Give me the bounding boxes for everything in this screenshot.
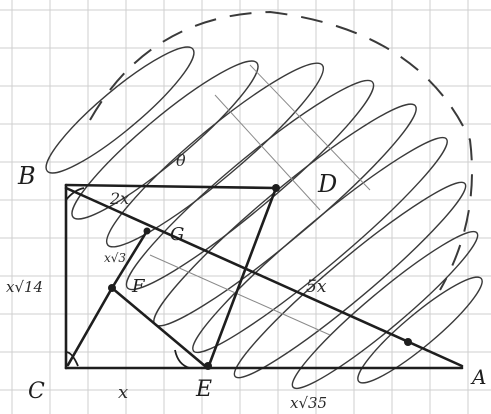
point-d — [272, 184, 280, 192]
annotation-near-f: x√3 — [104, 251, 126, 265]
shading-loop — [125, 79, 375, 291]
shading-loop — [45, 46, 195, 174]
segment-fc — [66, 286, 114, 367]
annotation-bottom-length: x√35 — [290, 394, 327, 412]
point-e — [204, 362, 212, 370]
shading-loop — [291, 230, 479, 390]
annotation-inner-mark: θ — [176, 151, 186, 170]
shading-loop — [233, 181, 467, 379]
annotation-ga-length: 5x — [306, 277, 327, 297]
annotation-bg-length: 2x — [109, 189, 129, 208]
label-e: E — [195, 377, 212, 402]
label-f: F — [131, 276, 146, 297]
segment-bd — [64, 183, 278, 190]
construction-lines — [149, 64, 371, 336]
shading-loop — [192, 136, 448, 354]
label-d: D — [317, 170, 337, 198]
point-g — [143, 227, 151, 235]
shading-loop — [71, 60, 259, 220]
main-figure — [64, 183, 464, 370]
label-g: G — [170, 224, 184, 245]
dashed-circle-arc — [89, 10, 473, 291]
angle-marks — [65, 187, 191, 369]
point-near-a — [404, 338, 412, 346]
segment-gf — [110, 229, 149, 290]
label-a: A — [470, 365, 486, 389]
label-c: C — [28, 379, 45, 404]
shading-loops — [45, 46, 483, 390]
shading-loop — [105, 62, 325, 248]
point-f — [108, 284, 116, 292]
segment-fe — [110, 286, 207, 368]
segment-de — [206, 186, 278, 370]
shading-loop — [357, 276, 483, 384]
points — [108, 184, 412, 370]
label-b: B — [17, 162, 36, 190]
annotation-left-side: x√14 — [6, 278, 43, 296]
annotation-ce-length: x — [118, 382, 128, 403]
segment-ba — [64, 186, 464, 368]
